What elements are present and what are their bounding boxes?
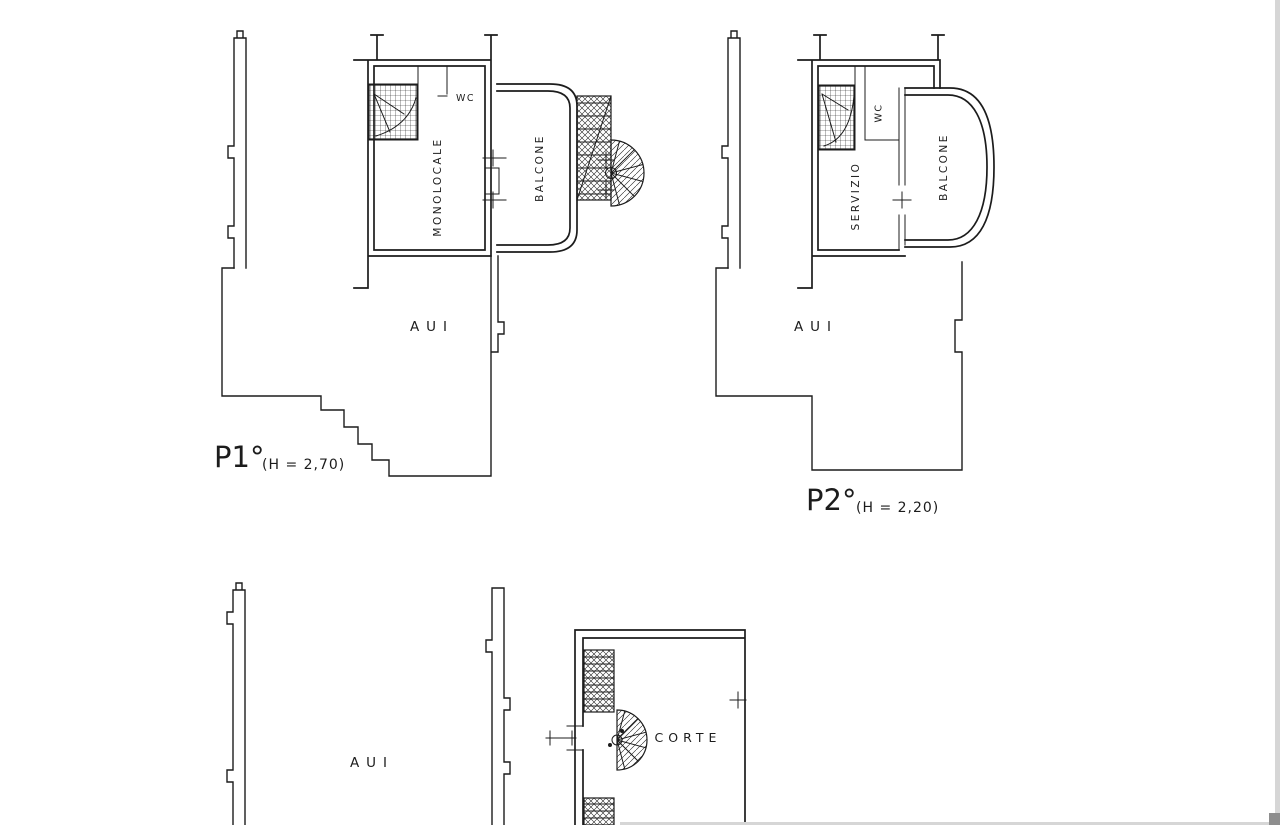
p2-floor-label: P2° [806, 483, 856, 517]
plan-p2: SERVIZIO WC BALCONE AUI P2° (H = 2,20) [715, 30, 995, 517]
ground-courtyard-walls [574, 629, 746, 825]
p2-room-label-balcone: BALCONE [938, 133, 950, 201]
p2-height-note: (H = 2,20) [856, 500, 939, 516]
ground-middle-wall [485, 587, 511, 825]
p1-floor-label: P1° [214, 440, 264, 474]
ground-spiral-hub [611, 734, 623, 746]
p1-boundary [221, 255, 505, 477]
p1-winder-stair-outline [367, 65, 419, 141]
plan-ground: AUI CORTE [226, 582, 747, 825]
ground-survey-cross [729, 691, 747, 709]
p1-room-label-balcone: BALCONE [534, 134, 546, 202]
p1-area-label-aui: AUI [410, 319, 454, 335]
p1-door-marks [482, 149, 507, 209]
ground-spiral-mark-2 [620, 729, 624, 733]
p1-spiral-stair [610, 139, 645, 207]
p1-spiral-hub [605, 167, 617, 179]
ground-spiral-stair [616, 709, 648, 771]
p1-winder-stair-hatch [368, 84, 418, 140]
p2-partition-walls [817, 65, 906, 251]
p2-winder-stair-outline [817, 84, 856, 147]
p2-party-wall [721, 30, 741, 269]
ground-stair [583, 649, 648, 825]
p2-door-marks [892, 191, 912, 209]
ground-stair-treads [583, 649, 615, 711]
p1-unit-walls [353, 34, 498, 289]
ground-area-label-corte: CORTE [655, 730, 722, 745]
p2-unit-walls [797, 34, 945, 289]
p1-stair-treads [576, 95, 612, 201]
ground-stair-flight-hatch [583, 649, 615, 713]
ground-door-marks [545, 725, 584, 751]
p2-area-label-aui: AUI [794, 319, 838, 335]
p2-balcony-parapet [904, 87, 995, 248]
p2-winder-stair [817, 84, 856, 150]
p1-wc-partition [437, 65, 448, 97]
p1-party-wall [227, 30, 247, 269]
p1-room-label-monolocale: MONOLOCALE [432, 137, 444, 236]
p2-boundary [715, 261, 963, 471]
p1-winder-stair [367, 65, 419, 141]
scan-corner-mark [1269, 813, 1280, 825]
ground-party-wall [226, 582, 246, 825]
ground-lower-flight-treads [583, 797, 615, 825]
ground-spiral-mark-1 [608, 743, 612, 747]
p1-height-note: (H = 2,70) [262, 457, 345, 473]
p1-spiral-treads [610, 140, 644, 206]
ground-area-label-aui: AUI [350, 755, 394, 771]
p2-room-label-wc: WC [874, 103, 885, 122]
p1-room-label-wc: WC [456, 93, 475, 104]
p2-room-label-servizio: SERVIZIO [850, 162, 862, 231]
scan-edge-bottom [620, 822, 1280, 825]
plan-p1: MONOLOCALE WC BALCONE AUI P1° (H = 2,70) [214, 30, 645, 477]
p1-external-stair [576, 95, 645, 207]
p1-survey-crosses [597, 151, 615, 199]
ground-spiral-treads [616, 710, 647, 770]
scan-edge-right [1275, 0, 1280, 825]
